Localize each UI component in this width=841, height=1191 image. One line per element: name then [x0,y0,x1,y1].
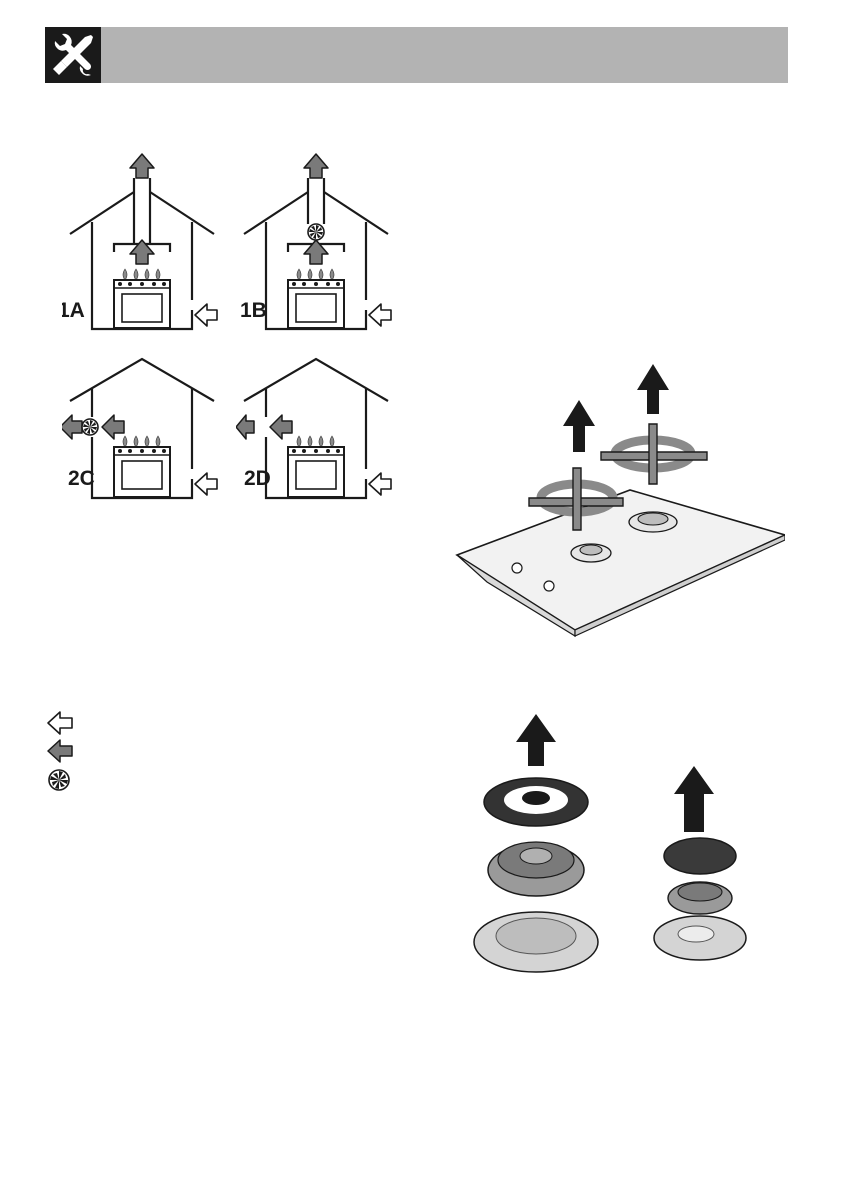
ventilation-diagram-2d: 2D [236,355,396,505]
white-arrow-icon [48,712,72,734]
hob-pan-support-removal-icon [455,360,785,640]
burner-parts-removal-icon [470,710,760,975]
diagram-label: 1B [240,299,267,322]
diagram-label: 1A [62,299,85,322]
oven-icon [288,269,344,328]
diagram-label: 2C [68,467,95,490]
diagram-label: 2D [244,467,271,490]
oven-icon [288,436,344,497]
ventilation-diagram-2c: 2C [62,355,222,505]
fan-icon [308,224,324,240]
legend [44,710,84,800]
header-bar [45,27,788,83]
oven-icon [114,436,170,497]
wrench-screwdriver-icon [45,27,101,83]
ventilation-diagram-1a: 1A [62,152,222,342]
grey-arrow-icon [130,154,154,178]
ventilation-diagram-1b: 1B [236,152,396,342]
tools-badge [45,27,101,83]
oven-icon [114,269,170,328]
grey-arrow-icon [48,740,72,762]
fan-icon [49,770,69,790]
fan-icon [82,419,98,435]
